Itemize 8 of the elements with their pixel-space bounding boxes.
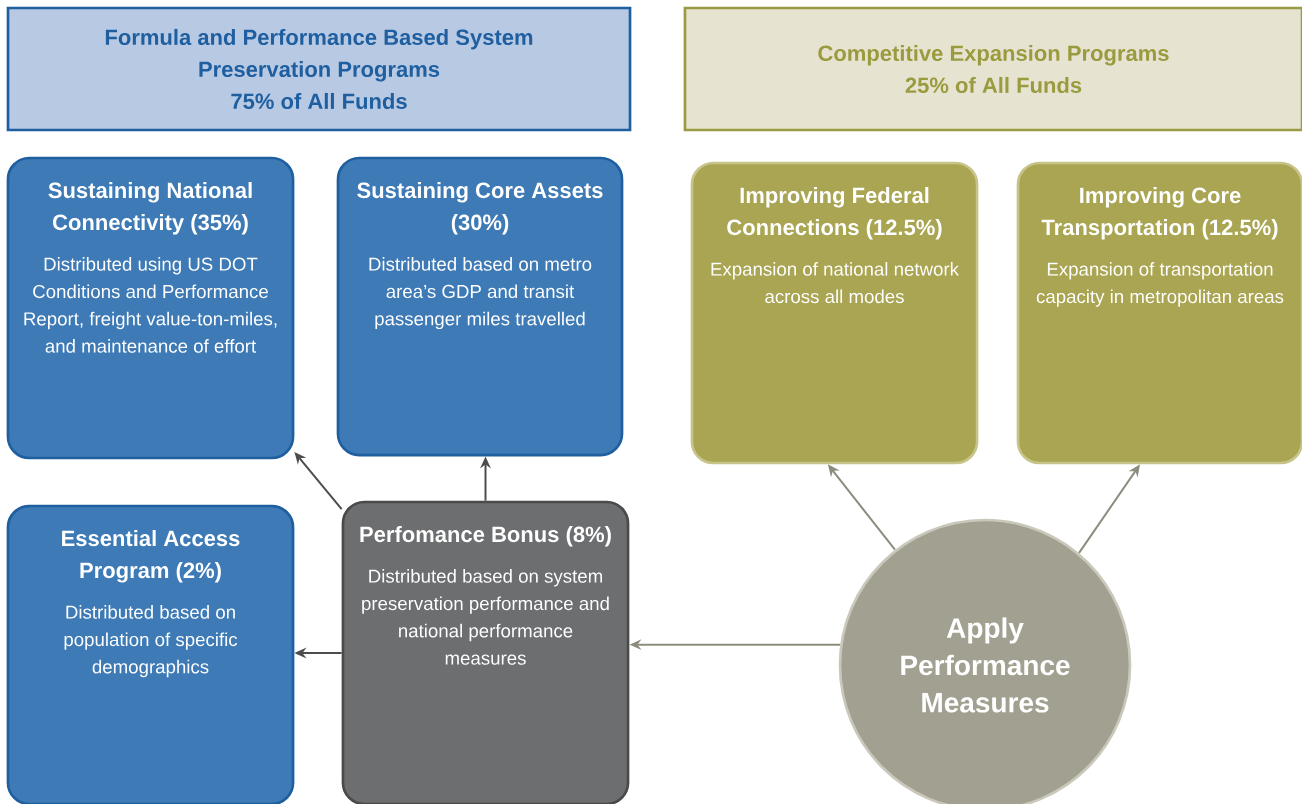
category-box: Sustaining National Connectivity (35%) Distributed using US DOT Conditions and Performance Report, freight value-ton-miles, and maintenance of effort [6,156,295,460]
header-box: Formula and Performance Based System Preservation Programs 75% of All Funds [6,6,632,132]
category-box: Improving Federal Connections (12.5%) Expansion of national network across all modes [690,161,979,465]
bonus-box: Perfomance Bonus (8%) Distributed based on system preservation performance and national performance measures [341,500,630,804]
category-box: Improving Core Transportation (12.5%) Expansion of transportation capacity in metropolitan areas [1016,161,1302,465]
category-box: Essential Access Program (2%) Distributed based on population of specific demographics [6,504,295,804]
category-box: Sustaining Core Assets (30%) Distributed based on metro area’s GDP and transit passenger miles travelled [336,156,624,457]
header-box: Competitive Expansion Programs 25% of All Funds [683,6,1302,132]
